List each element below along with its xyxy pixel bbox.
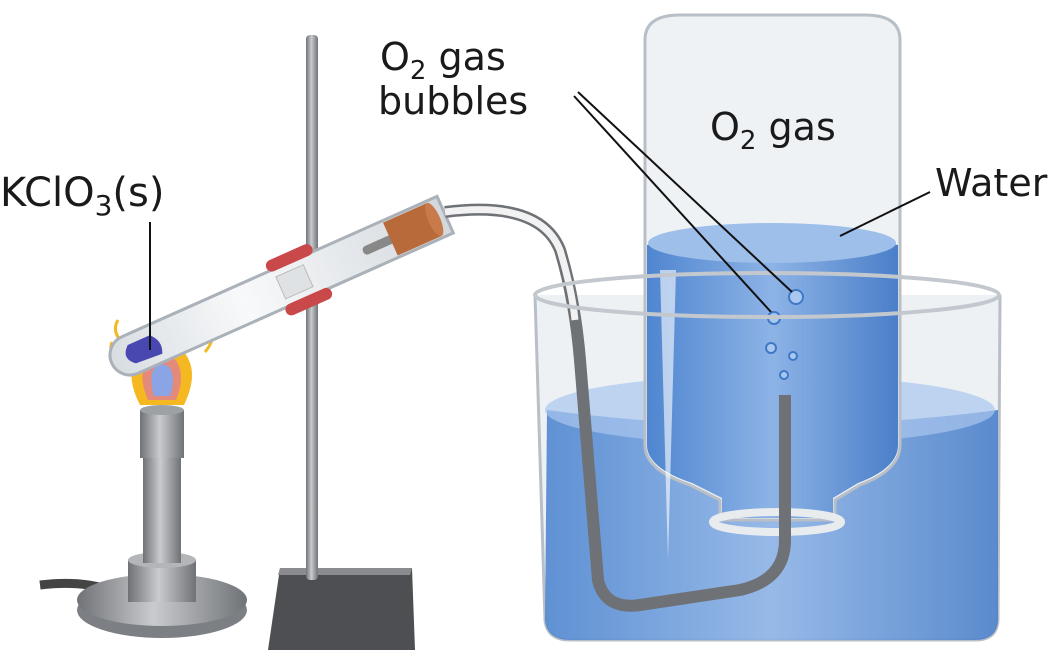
- water-label: Water: [935, 161, 1048, 205]
- stand-rod: [306, 35, 318, 580]
- clamp-bottom: [285, 287, 333, 316]
- bubbles-label-line2: bubbles: [378, 79, 528, 123]
- beaker-rim: [533, 271, 1001, 319]
- bubbles-label: O2 gas: [380, 35, 506, 86]
- gas-bubbles: [765, 289, 804, 380]
- test-tube: [108, 194, 456, 377]
- kclo3-solid: [125, 335, 163, 364]
- ring-stand: [268, 35, 415, 650]
- leader-lines: [149, 91, 931, 350]
- clamp-top: [265, 244, 313, 272]
- o2-gas-label: O2 gas: [710, 105, 836, 156]
- bottle-water: [647, 235, 898, 518]
- bunsen-burner: [39, 319, 247, 638]
- kclo3-label: KClO3(s): [0, 170, 164, 222]
- burner-tube: [143, 455, 181, 563]
- stand-base: [268, 568, 415, 650]
- collection-bottle: [643, 13, 902, 560]
